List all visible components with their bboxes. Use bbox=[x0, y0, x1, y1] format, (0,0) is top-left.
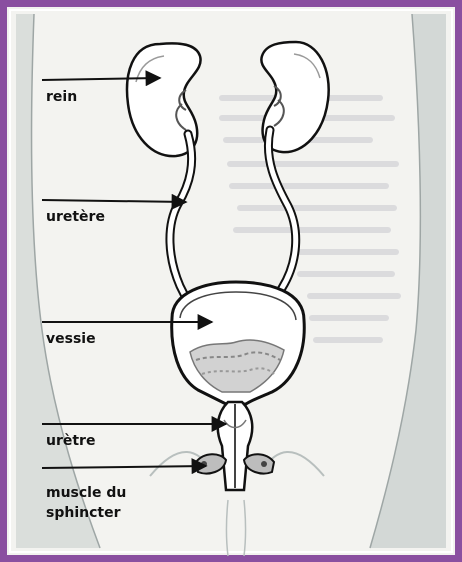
bladder bbox=[172, 282, 305, 404]
urethra bbox=[218, 402, 253, 490]
label-vessie: vessie bbox=[46, 330, 96, 348]
label-uretre: urètre bbox=[46, 432, 95, 450]
label-sphincter-line1: muscle du bbox=[46, 484, 126, 502]
leg-contour bbox=[227, 500, 246, 556]
arrow-uretere bbox=[42, 200, 186, 202]
label-arrows bbox=[42, 78, 226, 468]
label-rein: rein bbox=[46, 88, 77, 106]
body-right-side bbox=[370, 14, 446, 548]
label-sphincter-line2: sphincter bbox=[46, 504, 120, 522]
label-uretere: uretère bbox=[46, 208, 105, 226]
